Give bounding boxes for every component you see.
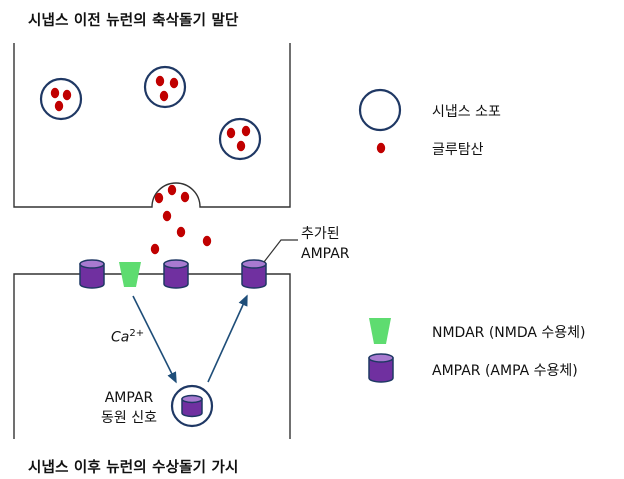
- added-ampar-label-line1: 추가된: [301, 226, 340, 242]
- legend-glutamate-icon: [376, 142, 386, 154]
- legend-nmdar-label: NMDAR (NMDA 수용체): [432, 325, 586, 341]
- ca-influx-arrow: [132, 295, 177, 384]
- legend-ampar-icon: [368, 353, 394, 383]
- recruitment-signal-label: AMPAR 동원 신호: [84, 388, 174, 428]
- vesicle-1: [39, 77, 83, 121]
- postsynaptic-title: 시냅스 이후 뉴런의 수상돌기 가시: [28, 460, 239, 476]
- presynaptic-title: 시냅스 이전 뉴런의 축삭돌기 말단: [28, 13, 239, 29]
- ampar-recruitment-vesicle: [170, 384, 214, 428]
- ampar-receptor-1: [79, 259, 105, 289]
- legend-glutamate-label: 글루탐산: [432, 142, 484, 158]
- legend-vesicle-label: 시냅스 소포: [432, 104, 501, 120]
- ampar-receptor-2: [163, 259, 189, 289]
- calcium-label-charge: 2+: [129, 328, 145, 339]
- recruitment-signal-line2: 동원 신호: [101, 410, 157, 426]
- vesicle-2: [143, 65, 187, 109]
- ampar-receptor-added: [241, 259, 267, 289]
- legend-ampar-label: AMPAR (AMPA 수용체): [432, 363, 578, 379]
- legend-vesicle-icon: [358, 88, 402, 132]
- added-ampar-label: 추가된 AMPAR: [301, 224, 350, 264]
- calcium-label-base: Ca: [111, 329, 130, 346]
- calcium-label: Ca2+: [111, 328, 144, 346]
- added-ampar-label-line2: AMPAR: [301, 246, 350, 262]
- recruit-arrow: [207, 294, 248, 383]
- vesicle-3: [218, 117, 262, 161]
- released-glutamate: [150, 184, 212, 255]
- nmdar-receptor: [119, 262, 141, 287]
- added-ampar-callout-line: [263, 239, 298, 263]
- recruitment-signal-line1: AMPAR: [104, 390, 154, 406]
- postsynaptic-spine: [13, 273, 291, 439]
- legend-nmdar-icon: [369, 318, 391, 344]
- presynaptic-terminal: [13, 43, 291, 208]
